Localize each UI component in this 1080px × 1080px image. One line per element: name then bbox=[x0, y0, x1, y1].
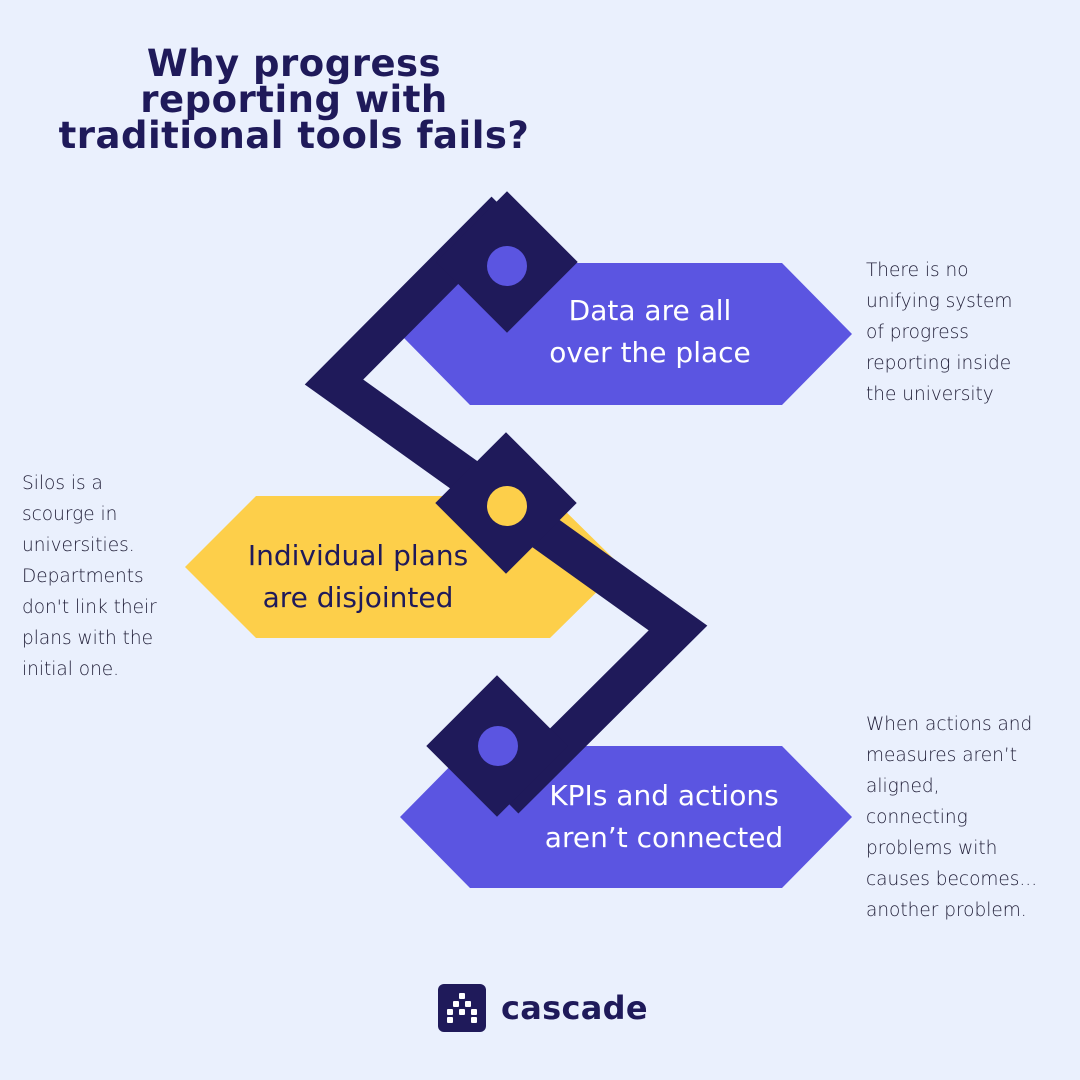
step-2-label-line: Individual plans bbox=[247, 539, 469, 572]
description-line: problems with bbox=[866, 838, 998, 859]
step-1-dot-icon bbox=[487, 246, 527, 286]
brand-name: cascade bbox=[501, 989, 648, 1027]
step-3-label-line: KPIs and actions bbox=[549, 779, 779, 812]
description-line: universities. bbox=[22, 535, 135, 556]
description-line: connecting bbox=[866, 807, 968, 828]
description-line: Departments bbox=[22, 566, 144, 587]
step-2-label: Individual plans are disjointed bbox=[222, 535, 494, 619]
description-line: plans with the bbox=[22, 628, 153, 649]
description-line: don't link their bbox=[22, 597, 157, 618]
title-line: traditional tools fails? bbox=[58, 114, 530, 157]
description-line: measures aren’t bbox=[866, 745, 1017, 766]
cascade-logo-icon bbox=[438, 984, 486, 1032]
description-line: Silos is a bbox=[22, 473, 103, 494]
step-3-label: KPIs and actions aren’t connected bbox=[524, 775, 804, 859]
page-title: Why progress reporting with traditional … bbox=[40, 42, 548, 157]
description-line: of progress bbox=[866, 322, 969, 343]
step-1-label-line: Data are all bbox=[568, 294, 732, 327]
description-line: the university bbox=[866, 384, 994, 405]
description-line: aligned, bbox=[866, 776, 940, 797]
brand-logo: cascade bbox=[438, 984, 648, 1032]
step-1-label: Data are all over the place bbox=[520, 290, 780, 374]
description-line: There is no bbox=[866, 260, 969, 281]
description-line: causes becomes... bbox=[866, 869, 1038, 890]
description-line: another problem. bbox=[866, 900, 1027, 921]
step-1-description: There is no unifying system of progress … bbox=[866, 255, 1012, 410]
step-2-label-line: are disjointed bbox=[262, 581, 454, 614]
step-2-dot-icon bbox=[487, 486, 527, 526]
step-3-dot-icon bbox=[478, 726, 518, 766]
title-line: reporting with bbox=[140, 78, 448, 121]
description-line: When actions and bbox=[866, 714, 1033, 735]
description-line: initial one. bbox=[22, 659, 120, 680]
step-3-label-line: aren’t connected bbox=[544, 821, 784, 854]
step-1-label-line: over the place bbox=[549, 336, 751, 369]
description-line: scourge in bbox=[22, 504, 118, 525]
step-2-description: Silos is a scourge in universities. Depa… bbox=[22, 468, 157, 685]
step-3-description: When actions and measures aren’t aligned… bbox=[866, 709, 1037, 926]
description-line: reporting inside bbox=[866, 353, 1012, 374]
description-line: unifying system bbox=[866, 291, 1013, 312]
title-line: Why progress bbox=[146, 42, 442, 85]
